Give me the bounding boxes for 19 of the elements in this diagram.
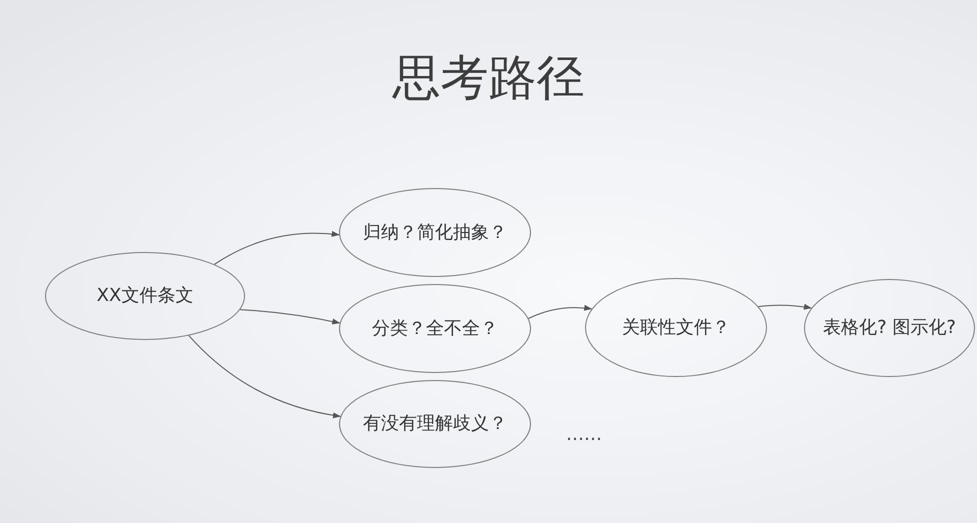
- ellipse-node: [339, 188, 531, 277]
- ellipse-node: [45, 252, 245, 340]
- node-text: 关联性文件？: [622, 316, 730, 338]
- ellipse-node: [339, 380, 531, 468]
- ellipse-node: [585, 278, 767, 377]
- ellipsis-text: ……: [566, 424, 602, 446]
- node-text: 表格化? 图示化?: [823, 317, 956, 339]
- node-text: 归纳？简化抽象？: [363, 222, 507, 244]
- ellipse-node: [339, 284, 531, 373]
- arrow: [214, 231, 340, 265]
- arrow: [240, 309, 340, 324]
- arrow: [758, 304, 812, 310]
- ellipse-node: [804, 279, 975, 377]
- title: 思考路径: [392, 49, 584, 108]
- arrow: [188, 335, 341, 418]
- node-text: 有没有理解歧义？: [363, 413, 507, 435]
- node-text: 分类？全不全？: [372, 318, 498, 340]
- arrow: [528, 305, 592, 319]
- node-text: XX文件条文: [96, 285, 194, 307]
